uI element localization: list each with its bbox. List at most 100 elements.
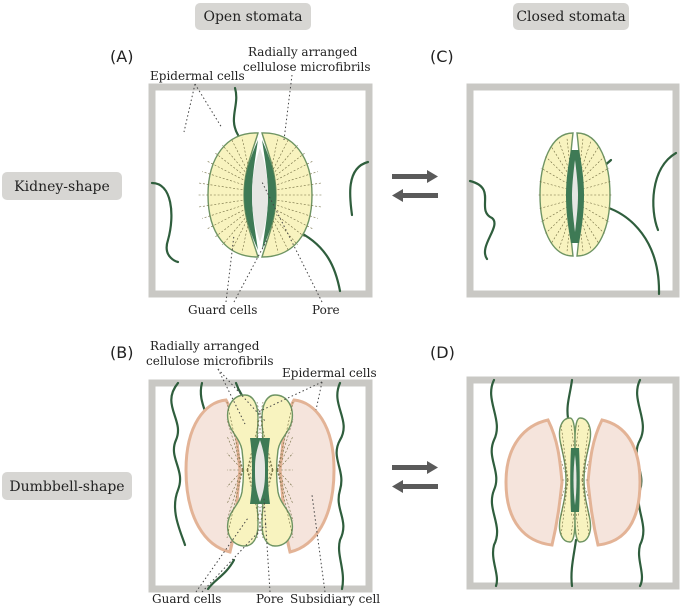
microfibril-line <box>231 139 251 176</box>
microfibril-line <box>581 479 590 537</box>
header-open: Open stomata <box>195 3 311 30</box>
microfibril-line <box>551 211 572 243</box>
microfibril-line <box>551 147 572 179</box>
annot-fibrils-1: Radially arranged <box>248 45 358 59</box>
microfibril-line <box>269 202 318 219</box>
microfibril-line <box>226 452 244 471</box>
row-label-kidney-text: Kidney-shape <box>14 179 110 195</box>
microfibril-line <box>199 198 251 208</box>
microfibril-line <box>202 171 251 188</box>
microfibril-line <box>269 215 279 253</box>
panel-a: Epidermal cells Radially arranged cellul… <box>148 45 373 317</box>
microfibril-line <box>199 182 251 192</box>
subsidiary-cell-left-closed <box>504 418 564 547</box>
annot-b-subsidiary: Subsidiary cell <box>290 592 380 606</box>
microfibril-line <box>537 199 572 210</box>
header-open-text: Open stomata <box>203 9 302 25</box>
microfibril-line <box>578 215 584 253</box>
microfibril-line <box>581 461 590 481</box>
annot-epidermal: Epidermal cells <box>150 69 245 83</box>
subsidiary-cell-right-closed <box>586 418 642 547</box>
microfibril-line <box>269 182 321 192</box>
microfibril-line <box>581 479 590 518</box>
microfibril-line <box>578 147 599 179</box>
microfibril-line <box>226 469 244 539</box>
annot-b-epidermal: Epidermal cells <box>282 366 377 380</box>
microfibril-line <box>226 418 244 471</box>
header-closed-text: Closed stomata <box>516 9 625 25</box>
microfibril-line <box>276 469 294 505</box>
microfibril-line <box>226 469 244 505</box>
microfibril-line <box>537 180 572 191</box>
pore <box>252 148 268 242</box>
microfibril-line <box>269 171 318 188</box>
microfibril-line <box>578 180 613 191</box>
microfibril-line <box>269 144 298 178</box>
microfibril-line <box>581 442 590 481</box>
microfibril-line <box>578 199 613 210</box>
microfibril-line <box>246 401 264 471</box>
microfibril-line <box>269 214 289 251</box>
annot-b-fibrils-2: cellulose microfibrils <box>146 354 274 368</box>
annot-b-pore: Pore <box>256 592 284 606</box>
microfibril-line <box>269 139 289 176</box>
microfibril-line <box>578 140 592 177</box>
panel-d-label: (D) <box>430 343 455 362</box>
microfibril-line <box>276 469 294 539</box>
panel-c-label: (C) <box>430 47 454 66</box>
microfibril-line <box>276 469 294 488</box>
microfibril-line <box>558 213 572 250</box>
microfibril-line <box>222 212 251 246</box>
microfibril-line <box>570 479 579 518</box>
microfibril-line <box>276 435 294 471</box>
microfibril-line <box>269 160 313 184</box>
microfibril-line <box>578 137 584 175</box>
equilibrium-arrows-bottom <box>392 461 438 493</box>
microfibril-line <box>560 461 569 481</box>
header-closed: Closed stomata <box>513 3 629 30</box>
microfibril-line <box>276 469 294 522</box>
microfibril-line <box>207 160 251 184</box>
panel-b: Radially arranged cellulose microfibrils… <box>146 339 380 606</box>
microfibril-line <box>269 212 298 246</box>
microfibril-line <box>241 215 251 253</box>
microfibril-line <box>269 206 313 230</box>
microfibril-line <box>256 401 274 471</box>
microfibril-line <box>226 469 244 488</box>
microfibril-line <box>207 206 251 230</box>
microfibril-line <box>571 479 580 518</box>
microfibril-line <box>276 452 294 471</box>
microfibril-line <box>222 144 251 178</box>
annot-pore: Pore <box>312 303 340 317</box>
row-label-kidney: Kidney-shape <box>2 172 122 200</box>
microfibril-line <box>558 140 572 177</box>
microfibril-line <box>231 214 251 251</box>
microfibril-line <box>202 202 251 219</box>
microfibril-line <box>560 479 569 537</box>
microfibril-line <box>226 435 244 471</box>
microfibril-line <box>578 213 592 250</box>
panel-b-label: (B) <box>110 343 133 362</box>
microfibril-line <box>276 401 294 471</box>
panel-c <box>466 83 680 298</box>
annot-guard: Guard cells <box>188 303 257 317</box>
row-label-dumbbell: Dumbbell-shape <box>2 472 132 500</box>
annot-b-guard: Guard cells <box>152 592 221 606</box>
microfibril-line <box>269 198 321 208</box>
panel-a-label: (A) <box>110 47 133 66</box>
annot-b-fibrils-1: Radially arranged <box>150 339 260 353</box>
microfibril-line <box>566 137 572 175</box>
equilibrium-arrows-top <box>392 170 438 202</box>
microfibril-line <box>571 442 580 481</box>
microfibril-line <box>241 137 251 175</box>
microfibril-line <box>560 442 569 481</box>
microfibril-line <box>226 469 244 522</box>
microfibril-line <box>566 215 572 253</box>
row-label-dumbbell-text: Dumbbell-shape <box>9 479 124 495</box>
microfibril-line <box>276 418 294 471</box>
microfibril-line <box>269 137 279 175</box>
annot-fibrils-2: cellulose microfibrils <box>243 60 371 74</box>
microfibril-line <box>226 401 244 471</box>
microfibril-line <box>578 211 599 243</box>
